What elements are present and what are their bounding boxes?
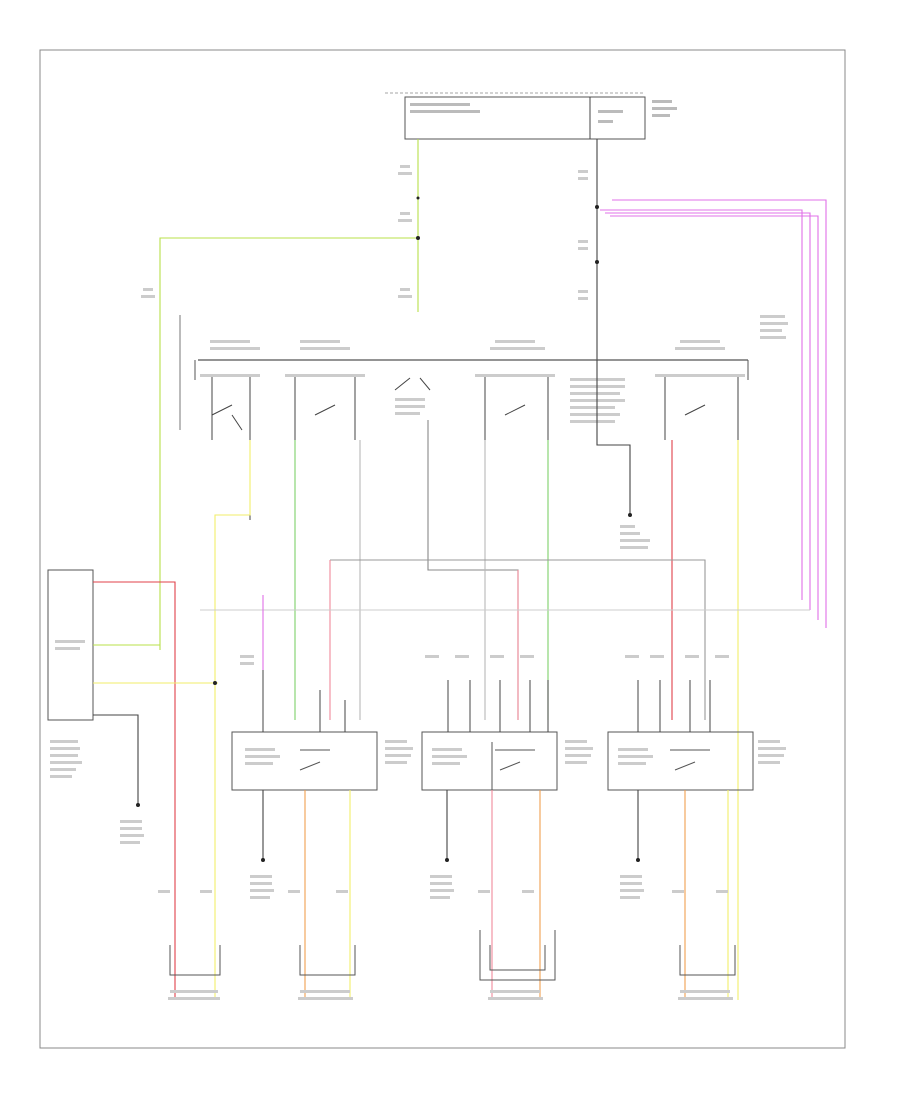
lr-motor [479,930,556,1000]
rf-motor [298,945,356,1000]
wire-black-lm [93,714,139,805]
wire-green-yellow-branch [159,237,418,650]
switch-unit-inputs [262,670,711,732]
rf-switch-unit [607,731,754,791]
diagram-frame [39,49,846,1049]
wire-black-center [427,420,519,720]
control-unit [596,360,650,549]
lf-motor [168,945,221,1000]
left-module [47,569,94,778]
lf-switch-unit [231,731,378,791]
master-switch [179,315,749,520]
wire-red-lf [93,581,176,1000]
switch-input-labels [240,655,786,764]
wire-yellow-lf [214,440,251,1000]
wire-gray-crossbus [330,559,706,720]
fuse-box [385,92,677,140]
lr-switch-unit [421,731,558,791]
rr-motor [678,945,736,1000]
wire-label-marks [141,165,588,300]
violet-bus [600,199,827,628]
